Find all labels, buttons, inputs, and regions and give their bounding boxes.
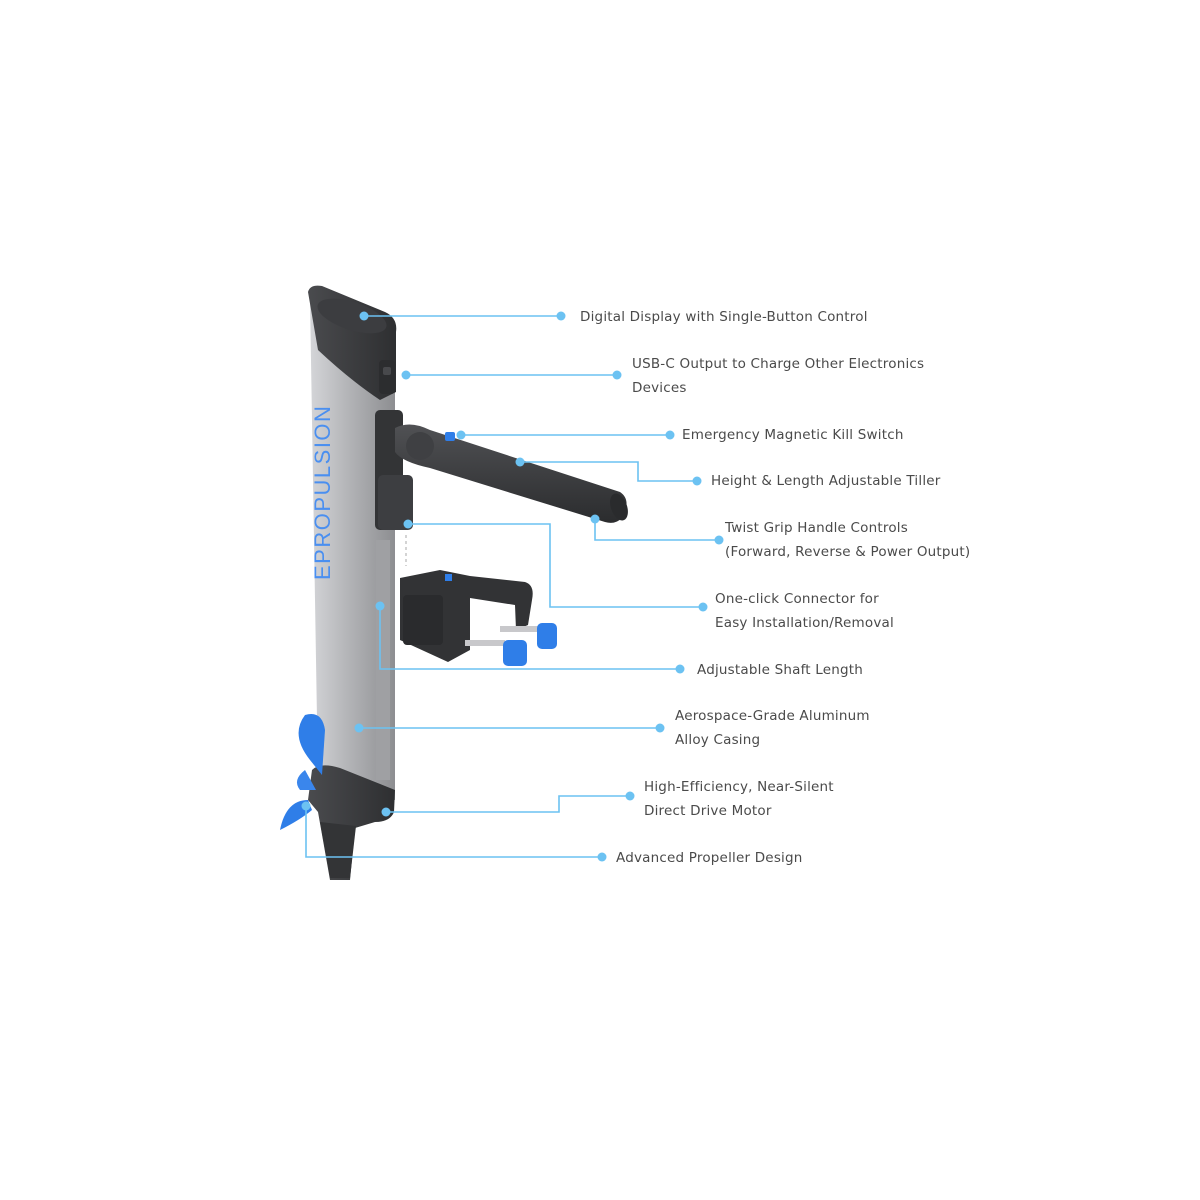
- label-line: Aerospace-Grade Aluminum: [675, 708, 870, 724]
- label-line: Alloy Casing: [675, 732, 761, 748]
- transom-clamp: [400, 535, 557, 666]
- callout-label-casing: Aerospace-Grade Aluminum Alloy Casing: [675, 704, 870, 752]
- label-line: Adjustable Shaft Length: [697, 662, 864, 678]
- callout-label-tiller: Height & Length Adjustable Tiller: [711, 469, 941, 493]
- callout-label-twist-grip: Twist Grip Handle Controls (Forward, Rev…: [725, 516, 970, 564]
- callout-label-motor: High-Efficiency, Near-Silent Direct Driv…: [644, 775, 834, 823]
- label-line: Height & Length Adjustable Tiller: [711, 473, 941, 489]
- callout-label-connector: One-click Connector for Easy Installatio…: [715, 587, 894, 635]
- callout-dots: [301, 311, 724, 862]
- label-line: Devices: [632, 380, 687, 396]
- brand-logo: EPROPULSION: [310, 405, 335, 580]
- label-line: Digital Display with Single-Button Contr…: [580, 309, 868, 325]
- label-line: Direct Drive Motor: [644, 803, 772, 819]
- callout-label-kill-switch: Emergency Magnetic Kill Switch: [682, 423, 904, 447]
- label-line: Easy Installation/Removal: [715, 615, 894, 631]
- callout-label-display: Digital Display with Single-Button Contr…: [580, 305, 868, 329]
- label-line: (Forward, Reverse & Power Output): [725, 544, 971, 560]
- callout-label-propeller: Advanced Propeller Design: [616, 846, 803, 870]
- label-line: One-click Connector for: [715, 591, 879, 607]
- callout-label-shaft: Adjustable Shaft Length: [697, 658, 863, 682]
- label-line: Twist Grip Handle Controls: [725, 520, 908, 536]
- label-line: Emergency Magnetic Kill Switch: [682, 427, 904, 443]
- kill-switch-key: [445, 432, 455, 441]
- label-line: High-Efficiency, Near-Silent: [644, 779, 834, 795]
- callout-label-usbc: USB-C Output to Charge Other Electronics…: [632, 352, 924, 400]
- label-line: USB-C Output to Charge Other Electronics: [632, 356, 925, 372]
- motor-body: EPROPULSION: [308, 285, 628, 880]
- label-line: Advanced Propeller Design: [616, 850, 803, 866]
- callout-lines: [305, 315, 719, 858]
